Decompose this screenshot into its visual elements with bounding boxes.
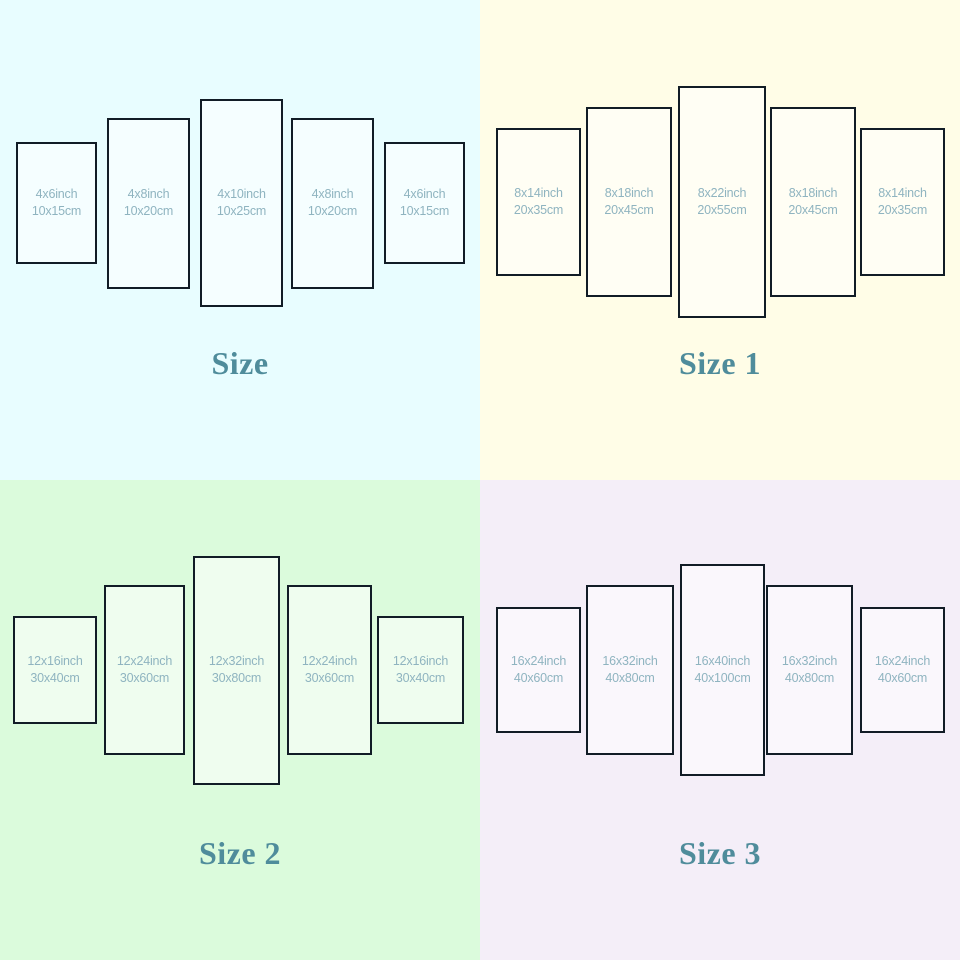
panel-size-label: 16x40inch 40x100cm [694, 653, 750, 687]
canvas-panel: 12x16inch 30x40cm [13, 616, 97, 724]
panel-size-inch: 4x10inch [217, 187, 266, 202]
panel-size-label: 8x18inch 20x45cm [604, 185, 654, 219]
panel-size-cm: 20x45cm [604, 203, 654, 217]
panel-size-inch: 4x8inch [127, 187, 170, 202]
quadrant-title: Size 2 [198, 835, 282, 871]
panel-size-inch: 4x6inch [403, 187, 446, 202]
panel-size-inch: 16x24inch [510, 654, 567, 669]
panel-size-cm: 40x80cm [605, 671, 655, 685]
panel-size-inch: 16x24inch [874, 654, 931, 669]
canvas-panel: 8x18inch 20x45cm [770, 107, 856, 297]
panel-size-label: 8x14inch 20x35cm [513, 185, 564, 219]
canvas-panel: 8x22inch 20x55cm [678, 86, 766, 318]
panel-size-label: 16x24inch 40x60cm [511, 653, 566, 687]
panel-size-inch: 8x14inch [514, 186, 563, 201]
quadrant-size: 4x6inch 10x15cm 4x8inch 10x20cm 4x10inch 10x2… [0, 0, 480, 480]
panel-size-cm: 40x100cm [694, 671, 751, 685]
panel-size-label: 4x8inch 10x20cm [307, 186, 358, 220]
panel-size-label: 4x10inch 10x25cm [216, 186, 267, 220]
panel-size-cm: 30x60cm [119, 671, 170, 685]
panel-size-label: 12x16inch 30x40cm [27, 653, 82, 687]
canvas-panel: 4x8inch 10x20cm [291, 117, 374, 289]
panel-group-size-2: 12x16inch 30x40cm 12x24inch 30x60cm 12x32inc… [0, 480, 480, 960]
panel-size-inch: 12x32inch [208, 654, 265, 669]
panel-size-cm: 20x45cm [788, 203, 838, 217]
panel-size-cm: 10x15cm [399, 204, 450, 218]
panel-size-inch: 16x40inch [694, 654, 751, 669]
quadrant-size-2: 12x16inch 30x40cm 12x24inch 30x60cm 12x32inc… [0, 480, 480, 960]
quadrant-size-1: 8x14inch 20x35cm 8x18inch 20x45cm 8x22inch 20… [480, 0, 960, 480]
panel-size-label: 4x6inch 10x15cm [31, 186, 82, 220]
panel-size-inch: 8x18inch [604, 186, 654, 201]
panel-size-cm: 20x35cm [877, 203, 928, 217]
panel-group-size: 4x6inch 10x15cm 4x8inch 10x20cm 4x10inch 10x2… [0, 0, 480, 480]
panel-size-cm: 10x20cm [307, 204, 358, 218]
panel-size-cm: 20x35cm [513, 203, 564, 217]
canvas-panel: 8x14inch 20x35cm [860, 128, 945, 276]
panel-size-inch: 12x24inch [116, 654, 173, 669]
panel-group-size-1: 8x14inch 20x35cm 8x18inch 20x45cm 8x22inch 20… [480, 0, 960, 480]
panel-size-cm: 40x80cm [784, 671, 835, 685]
panel-size-label: 4x6inch 10x15cm [399, 186, 450, 220]
canvas-panel: 4x6inch 10x15cm [384, 142, 465, 264]
canvas-panel: 12x24inch 30x60cm [104, 585, 185, 755]
panel-size-cm: 30x60cm [304, 671, 355, 685]
panel-size-cm: 30x40cm [30, 671, 80, 685]
canvas-panel: 8x18inch 20x45cm [586, 107, 672, 297]
panel-size-label: 4x8inch 10x20cm [123, 186, 174, 220]
panel-size-cm: 20x55cm [697, 203, 747, 217]
canvas-panel: 12x16inch 30x40cm [377, 616, 464, 724]
panel-size-cm: 30x40cm [395, 671, 446, 685]
panel-size-label: 12x32inch 30x80cm [209, 653, 264, 687]
canvas-panel: 16x24inch 40x60cm [496, 607, 581, 733]
canvas-panel: 16x40inch 40x100cm [680, 564, 765, 776]
quadrant-title: Size 3 [678, 835, 762, 871]
panel-size-inch: 8x18inch [788, 186, 838, 201]
panel-size-label: 8x22inch 20x55cm [697, 185, 747, 219]
panel-size-inch: 12x16inch [392, 654, 449, 669]
panel-size-cm: 10x15cm [31, 204, 82, 218]
canvas-panel: 8x14inch 20x35cm [496, 128, 581, 276]
panel-size-inch: 16x32inch [602, 654, 658, 669]
panel-size-cm: 10x20cm [123, 204, 174, 218]
quadrant-title: Size 1 [678, 345, 762, 381]
panel-size-cm: 10x25cm [216, 204, 267, 218]
canvas-panel: 12x32inch 30x80cm [193, 555, 280, 785]
panel-size-label: 12x24inch 30x60cm [117, 653, 172, 687]
panel-size-inch: 16x32inch [781, 654, 838, 669]
panel-size-cm: 30x80cm [211, 671, 262, 685]
quadrant-size-3: 16x24inch 40x60cm 16x32inch 40x80cm 16x40inc… [480, 480, 960, 960]
canvas-panel: 4x6inch 10x15cm [16, 142, 97, 264]
canvas-panel: 16x24inch 40x60cm [860, 607, 945, 733]
panel-size-inch: 4x6inch [35, 187, 78, 202]
panel-size-label: 16x24inch 40x60cm [875, 653, 930, 687]
panel-size-inch: 8x22inch [697, 186, 747, 201]
panel-size-cm: 40x60cm [877, 671, 928, 685]
canvas-panel: 4x8inch 10x20cm [107, 117, 190, 289]
quadrant-title: Size [211, 345, 269, 381]
panel-size-label: 16x32inch 40x80cm [602, 653, 657, 687]
panel-size-label: 16x32inch 40x80cm [782, 653, 837, 687]
panel-size-inch: 12x16inch [27, 654, 83, 669]
panel-group-size-3: 16x24inch 40x60cm 16x32inch 40x80cm 16x40inc… [480, 480, 960, 960]
canvas-panel: 16x32inch 40x80cm [766, 585, 853, 755]
panel-size-cm: 40x60cm [513, 671, 564, 685]
canvas-panel: 4x10inch 10x25cm [200, 99, 283, 307]
panel-size-inch: 12x24inch [301, 654, 358, 669]
canvas-panel: 16x32inch 40x80cm [586, 585, 674, 755]
panel-size-label: 12x16inch 30x40cm [393, 653, 448, 687]
panel-size-label: 12x24inch 30x60cm [302, 653, 357, 687]
panel-size-inch: 4x8inch [311, 187, 354, 202]
panel-size-label: 8x18inch 20x45cm [788, 185, 838, 219]
panel-size-label: 8x14inch 20x35cm [877, 185, 928, 219]
panel-size-inch: 8x14inch [878, 186, 927, 201]
canvas-panel: 12x24inch 30x60cm [287, 585, 372, 755]
